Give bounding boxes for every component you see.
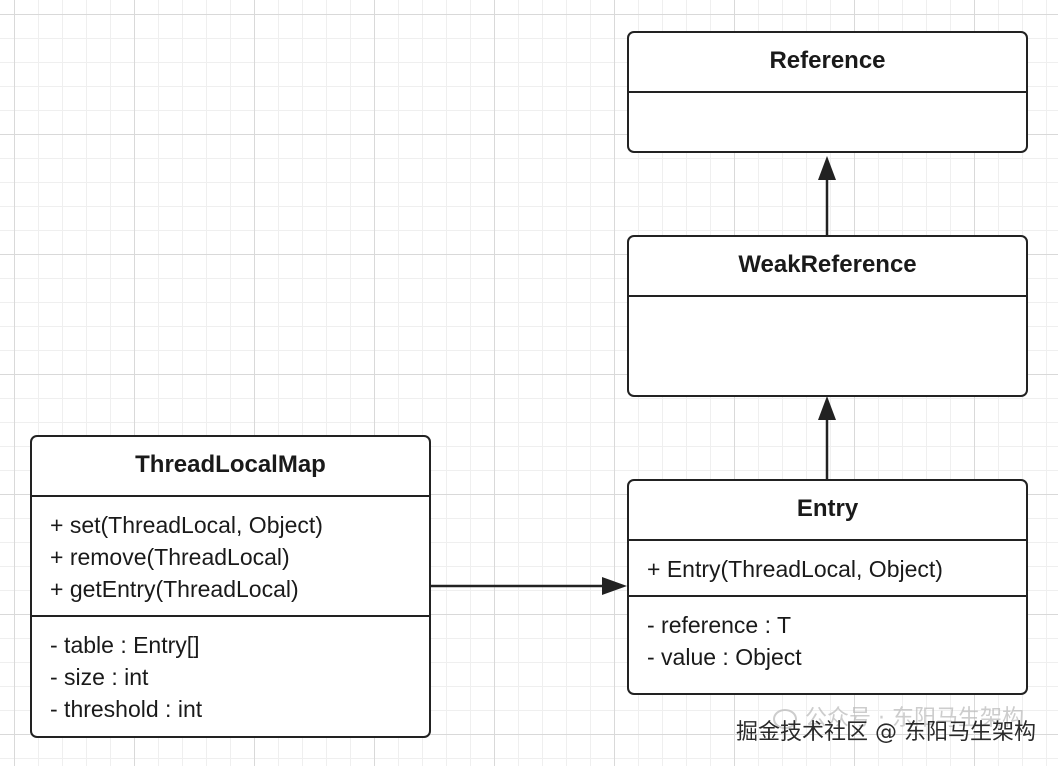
class-reference-body (629, 93, 1026, 151)
class-threadlocalmap-field: - table : Entry[] (50, 632, 200, 658)
class-weakreference-title: WeakReference (629, 237, 1026, 297)
class-entry-field: - value : Object (647, 644, 802, 670)
class-threadlocalmap-fields: - table : Entry[] - size : int - thresho… (32, 615, 429, 736)
class-weakreference-body (629, 297, 1026, 395)
class-threadlocalmap-field: - threshold : int (50, 696, 203, 722)
class-entry-method: + Entry(ThreadLocal, Object) (647, 556, 943, 582)
association-arrow-threadlocalmap-to-entry (430, 577, 627, 595)
inheritance-arrow-weakreference-to-reference (818, 156, 836, 236)
inheritance-arrow-entry-to-weakreference (818, 396, 836, 480)
class-entry-fields: - reference : T - value : Object (629, 595, 1026, 693)
class-threadlocalmap-field: - size : int (50, 664, 149, 690)
class-threadlocalmap-method: + getEntry(ThreadLocal) (50, 576, 299, 602)
watermark-ghost: 公众号 · 东阳马生架构 (773, 700, 1024, 732)
wechat-icon (773, 709, 798, 729)
class-entry-field: - reference : T (647, 612, 792, 638)
class-threadlocalmap-methods: + set(ThreadLocal, Object) + remove(Thre… (32, 497, 429, 615)
watermark: 掘金技术社区 @ 东阳马生架构 (736, 720, 1036, 745)
watermark-ghost-text: 公众号 · 东阳马生架构 (805, 706, 1024, 731)
class-entry[interactable]: Entry + Entry(ThreadLocal, Object) - ref… (627, 479, 1028, 695)
class-reference-title: Reference (629, 33, 1026, 93)
class-threadlocalmap-method: + set(ThreadLocal, Object) (50, 512, 323, 538)
class-weakreference[interactable]: WeakReference (627, 235, 1028, 397)
class-threadlocalmap-method: + remove(ThreadLocal) (50, 544, 290, 570)
class-threadlocalmap[interactable]: ThreadLocalMap + set(ThreadLocal, Object… (30, 435, 431, 738)
class-entry-title: Entry (629, 481, 1026, 541)
class-threadlocalmap-title: ThreadLocalMap (32, 437, 429, 497)
class-entry-methods: + Entry(ThreadLocal, Object) (629, 541, 1026, 595)
class-reference[interactable]: Reference (627, 31, 1028, 153)
